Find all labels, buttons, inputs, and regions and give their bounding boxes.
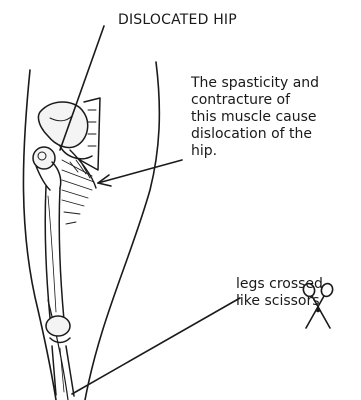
femoral-head <box>33 147 61 190</box>
pointer-arrows <box>60 26 240 394</box>
muscle-pointer <box>98 160 182 183</box>
knee-joint <box>46 316 74 396</box>
scissors-icon <box>302 282 335 328</box>
adductor-muscle <box>62 150 96 224</box>
femur-bone <box>45 186 64 320</box>
